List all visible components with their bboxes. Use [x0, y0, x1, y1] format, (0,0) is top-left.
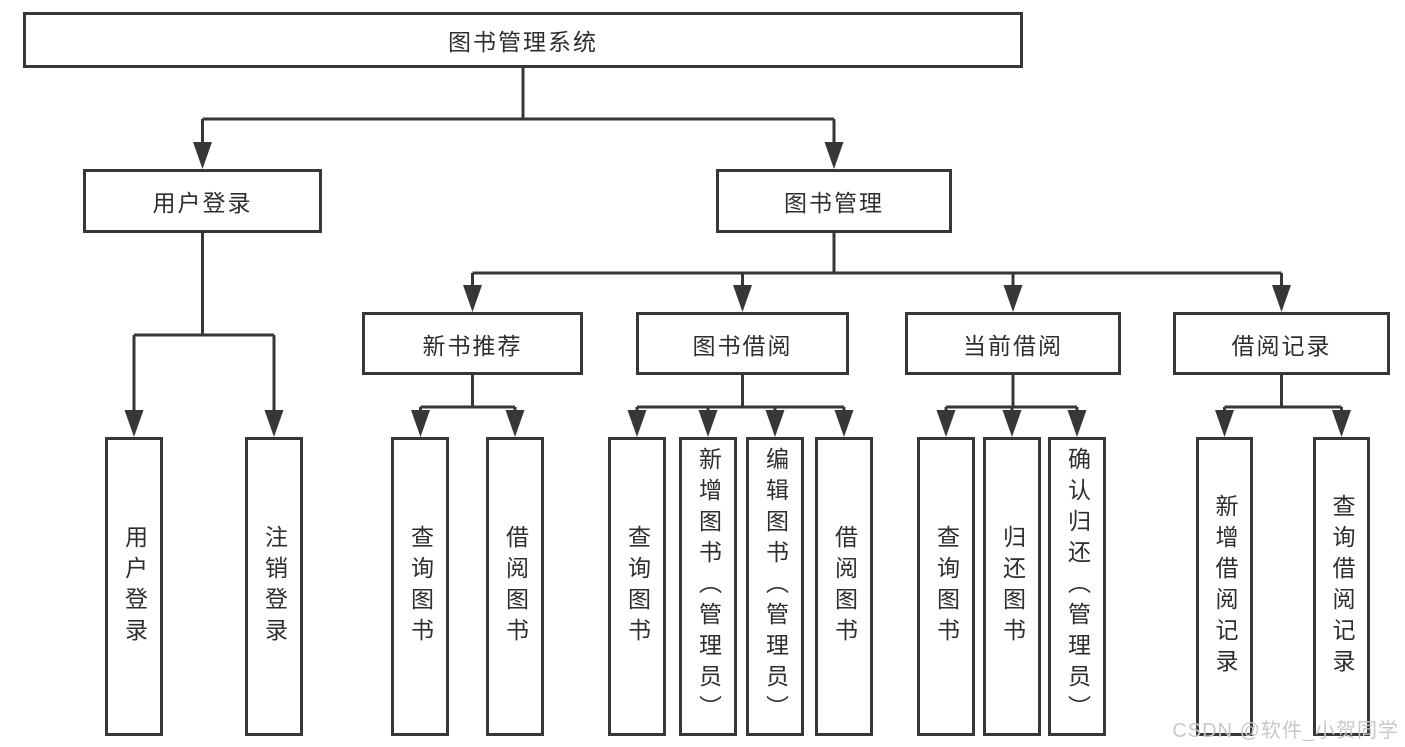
node-label: 图书管理 [784, 190, 884, 216]
node-user-login: 用户登录 [83, 169, 322, 233]
leaf-label: 查询图书 [624, 524, 651, 649]
node-label: 图书借阅 [692, 332, 793, 359]
node-label: 当前借阅 [963, 332, 1063, 359]
leaf-borrow-books: 借阅图书 [815, 437, 873, 736]
node-label: 用户登录 [152, 190, 253, 216]
node-book-management: 图书管理 [716, 169, 952, 233]
node-book-borrow: 图书借阅 [636, 312, 849, 375]
leaf-label: 查询图书 [933, 524, 960, 649]
node-label: 借阅记录 [1231, 332, 1332, 359]
leaf-query-books-borrow: 查询图书 [608, 437, 666, 736]
leaf-edit-books-admin: 编辑图书（管理员） [746, 437, 804, 736]
leaf-user-login: 用户登录 [105, 437, 163, 736]
leaf-label: 归还图书 [999, 524, 1026, 649]
node-label: 新书推荐 [422, 332, 523, 359]
leaf-label: 借阅图书 [502, 524, 529, 649]
leaf-label: 查询借阅记录 [1329, 493, 1355, 680]
leaf-add-books-admin: 新增图书（管理员） [679, 437, 737, 736]
csdn-watermark: CSDN @软件_小贺同学 [1172, 720, 1399, 742]
node-borrow-records: 借阅记录 [1173, 312, 1390, 375]
leaf-label: 编辑图书（管理员） [762, 447, 789, 726]
leaf-label: 新增借阅记录 [1212, 493, 1238, 680]
node-current-borrow: 当前借阅 [905, 312, 1121, 375]
node-root-library-system: 图书管理系统 [23, 12, 1023, 68]
leaf-borrow-books-recommend: 借阅图书 [486, 437, 544, 736]
leaf-query-borrow-record: 查询借阅记录 [1313, 437, 1370, 736]
leaf-confirm-return-admin: 确认归还（管理员） [1048, 437, 1106, 736]
leaf-query-books-current: 查询图书 [917, 437, 975, 736]
leaf-label: 新增图书（管理员） [695, 447, 722, 726]
leaf-label: 用户登录 [121, 524, 148, 649]
leaf-label: 确认归还（管理员） [1064, 447, 1091, 726]
leaf-logout: 注销登录 [245, 437, 303, 736]
leaf-return-books: 归还图书 [983, 437, 1041, 736]
node-new-book-recommend: 新书推荐 [362, 312, 583, 375]
leaf-add-borrow-record: 新增借阅记录 [1196, 437, 1253, 736]
leaf-label: 注销登录 [261, 524, 288, 649]
node-label: 图书管理系统 [448, 29, 598, 55]
leaf-label: 借阅图书 [831, 524, 858, 649]
leaf-query-books-recommend: 查询图书 [391, 437, 449, 736]
leaf-label: 查询图书 [407, 524, 434, 649]
